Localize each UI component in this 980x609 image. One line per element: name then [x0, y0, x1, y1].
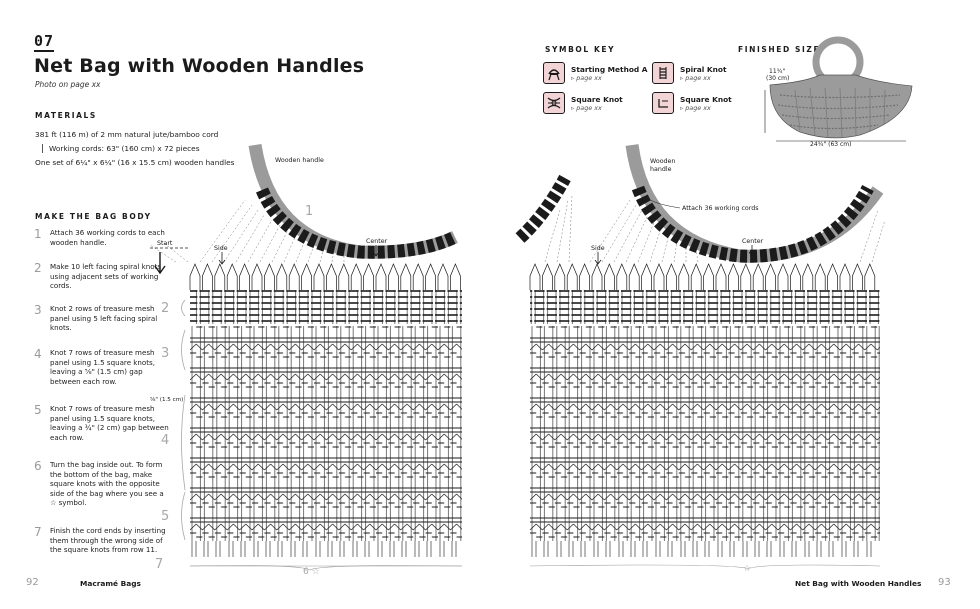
row-label: 1: [305, 204, 313, 219]
side-label-right: Side: [591, 245, 605, 252]
row-label: 4: [161, 433, 169, 448]
side-label: Side: [214, 245, 228, 252]
side-arrow-right: [595, 252, 601, 264]
attach-cords-label: Attach 36 working cords: [682, 205, 759, 212]
height-value-cm: (30 cm): [766, 75, 789, 82]
wooden-handle-label-right-1: Wooden: [650, 158, 675, 165]
width-value: 24¾" (63 cm): [810, 141, 851, 148]
row-label: 5: [161, 509, 169, 524]
row-label: 7: [155, 557, 163, 572]
wooden-handle-back: [520, 178, 565, 238]
row-label: 3: [161, 346, 169, 361]
bottom-guide-right: [530, 565, 880, 569]
fringe-left: [192, 541, 456, 557]
bottom-marker: 6 ☆: [303, 567, 320, 577]
finished-bag-illustration: 11¾" (30 cm) 24¾" (63 cm): [765, 40, 912, 148]
center-label-right: Center: [742, 238, 764, 245]
wooden-handle-label: Wooden handle: [275, 157, 324, 164]
right-star-marker: ☆: [743, 564, 751, 574]
cord-loops-row: [190, 264, 460, 290]
height-value: 11¾": [769, 68, 785, 75]
start-arrow: [155, 252, 165, 273]
gap-label: ⅝" (1.5 cm): [150, 397, 183, 403]
right-diagram: Wooden handle Attach 36 working cords Si…: [520, 145, 885, 574]
cord-loops-row-right: [530, 264, 875, 290]
mesh-panel-right: [530, 326, 880, 541]
mesh-panel-left: [190, 326, 462, 541]
side-arrow: [219, 252, 225, 264]
spiral-knot-rows: [190, 290, 462, 324]
left-diagram: 1 2 3 4 5 7 6 ☆ Wooden handle Side Cente…: [150, 145, 462, 577]
row-label: 2: [161, 301, 169, 316]
center-label: Center: [366, 238, 388, 245]
wooden-handle-label-right-2: handle: [650, 166, 672, 173]
start-label: Start: [157, 240, 173, 247]
fringe-right: [532, 541, 871, 557]
spiral-knot-rows-right: [530, 290, 880, 324]
